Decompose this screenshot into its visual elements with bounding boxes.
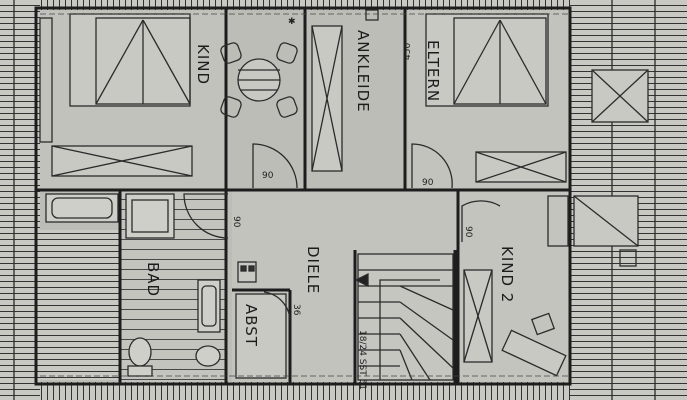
washbasin (197, 279, 221, 333)
dim-door-eltern: 90 (422, 178, 434, 188)
staircase (354, 253, 454, 381)
dim-door-kind: 90 (262, 171, 274, 181)
kind2-desk (501, 312, 567, 377)
roof-hatch-top (40, 0, 570, 10)
room-label-kind: KIND (194, 44, 212, 85)
toilet-left (127, 337, 153, 377)
eltern-wardrobe (475, 151, 567, 183)
roof-hatch-left (0, 0, 40, 400)
roof-hatch-left-lower (40, 230, 120, 380)
kind2-bed (463, 269, 493, 363)
roof-window-right-mid (573, 195, 639, 247)
kind-side-shelf (39, 17, 53, 143)
bathtub (45, 193, 119, 223)
roof-vent (619, 249, 637, 267)
interior-walls (118, 8, 460, 384)
room-label-abst: ABST (242, 304, 260, 347)
roof-edges (40, 13, 570, 377)
dim-stair-note: 18/24 SST 51 (357, 330, 367, 390)
shower-tray (125, 193, 175, 239)
room-label-kind2: KIND 2 (498, 246, 516, 303)
north-marker: ✱ (288, 17, 296, 27)
kind2-chimney (547, 195, 569, 247)
room-label-bad: BAD (144, 262, 162, 297)
eltern-bed (425, 13, 549, 107)
dining-table (220, 42, 298, 118)
ankleide-mark (365, 9, 379, 21)
room-label-eltern: ELTERN (424, 40, 442, 102)
roof-window-right-top (591, 69, 649, 123)
dim-sill-eltern: 450 (403, 43, 413, 60)
dim-abst-depth: 36 (291, 304, 301, 316)
bidet-right (195, 345, 221, 367)
dim-door-kind2: 90 (463, 226, 473, 238)
doors (183, 143, 501, 321)
roof-hatch-bottom (40, 382, 570, 400)
dim-door-diele: 90 (231, 216, 241, 228)
room-label-diele: DIELE (304, 246, 322, 294)
abst-shelf (235, 261, 287, 379)
kind-desk (51, 145, 193, 177)
kind-bed (69, 13, 191, 107)
exterior-walls (34, 6, 572, 386)
ankleide-wardrobe (311, 25, 343, 172)
room-label-ankleide: ANKLEIDE (354, 30, 372, 113)
